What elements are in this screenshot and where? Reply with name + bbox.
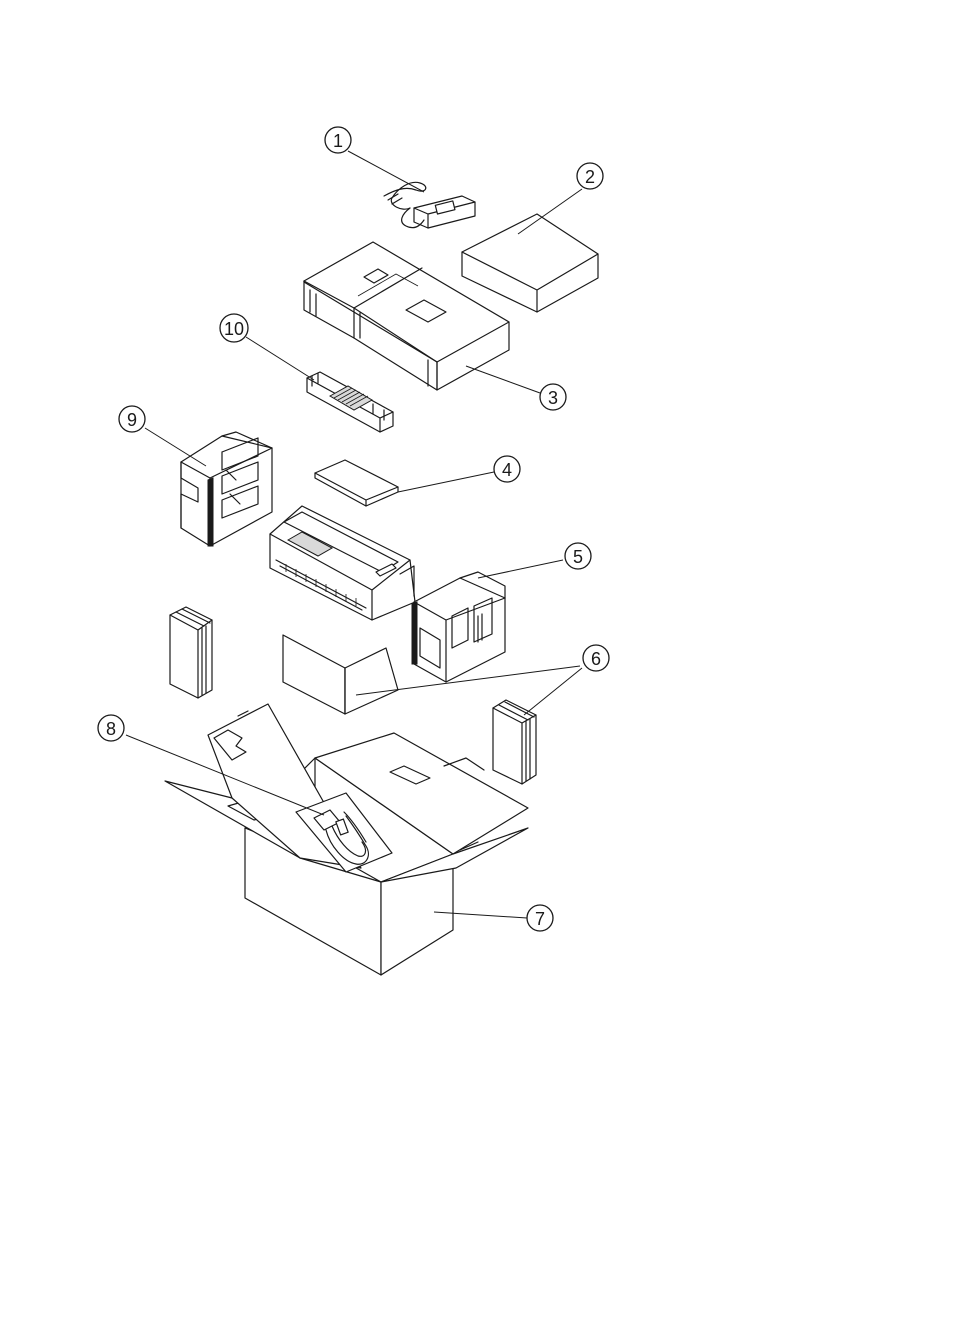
svg-text:3: 3 <box>548 388 558 408</box>
part-4-paper-guide <box>315 460 398 506</box>
svg-text:4: 4 <box>502 460 512 480</box>
callout-5: 5 <box>565 543 591 569</box>
callout-8: 8 <box>98 715 124 741</box>
callout-2: 2 <box>577 163 603 189</box>
svg-text:2: 2 <box>585 167 595 187</box>
svg-text:5: 5 <box>573 547 583 567</box>
callout-9: 9 <box>119 406 145 432</box>
callout-7: 7 <box>527 905 553 931</box>
svg-text:7: 7 <box>535 909 545 929</box>
printer <box>270 506 415 620</box>
callout-6: 6 <box>583 645 609 671</box>
part-2-flat-box <box>462 214 598 312</box>
svg-text:1: 1 <box>333 131 343 151</box>
part-10-bracket <box>307 372 393 432</box>
svg-text:9: 9 <box>127 410 137 430</box>
callout-10: 10 <box>220 314 248 342</box>
part-9-foam-endcap-left <box>181 432 272 546</box>
part-5-foam-endcap-right <box>412 572 505 682</box>
part-6-manuals-right <box>493 700 536 784</box>
svg-text:6: 6 <box>591 649 601 669</box>
svg-text:8: 8 <box>106 719 116 739</box>
callout-4: 4 <box>494 456 520 482</box>
svg-text:10: 10 <box>224 319 244 339</box>
part-6-folded-sheet <box>283 635 398 714</box>
callout-1: 1 <box>325 127 351 153</box>
callout-3: 3 <box>540 384 566 410</box>
part-1-power-adapter <box>384 182 475 228</box>
part-6-manuals-left <box>170 607 212 698</box>
